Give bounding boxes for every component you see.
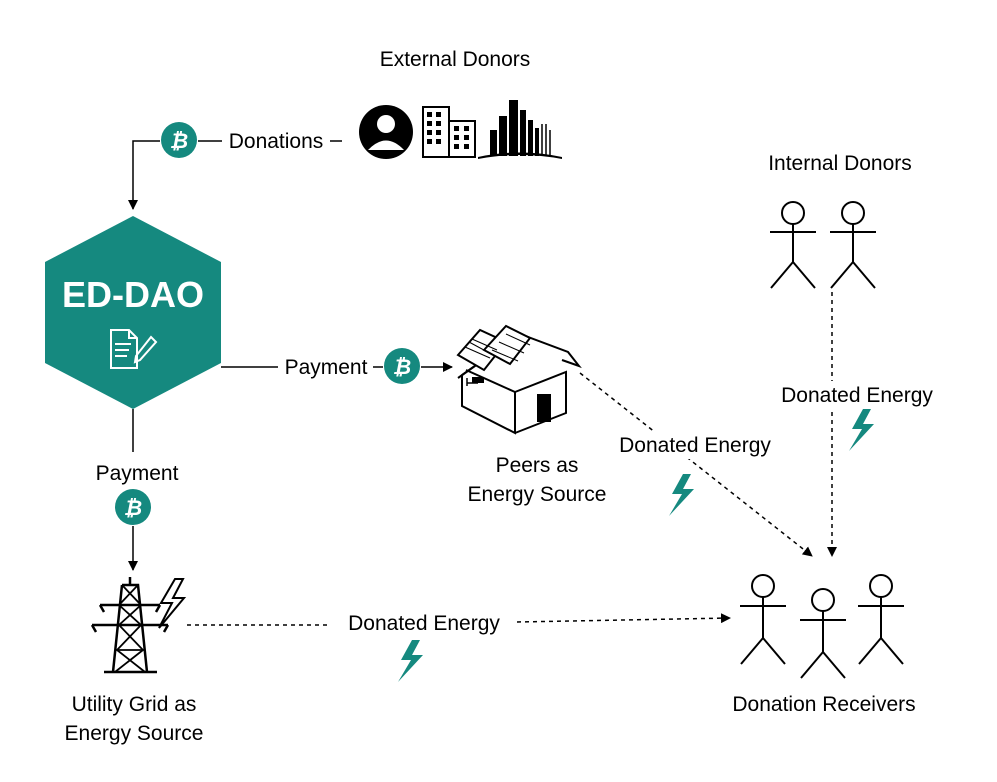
- donation-receivers-label: Donation Receivers: [732, 693, 915, 716]
- donated-energy-internal-edge: Donated Energy: [768, 292, 946, 557]
- donated-energy-internal-label: Donated Energy: [781, 384, 933, 407]
- ed-dao-node: ED-DAO: [45, 216, 221, 409]
- lightning-bolt-icon: [398, 640, 423, 682]
- donated-energy-peers-label: Donated Energy: [619, 434, 771, 457]
- peers-label-line2: Energy Source: [468, 483, 607, 506]
- payment-grid-label: Payment: [96, 462, 179, 485]
- peers-label-line1: Peers as: [496, 454, 579, 477]
- donated-energy-grid-label: Donated Energy: [348, 612, 500, 635]
- bitcoin-icon: ₿: [384, 348, 420, 384]
- ed-dao-title: ED-DAO: [62, 274, 204, 315]
- contract-document-icon: [110, 329, 158, 369]
- donated-energy-peers-edge: Donated Energy: [579, 372, 813, 557]
- solar-house-icon: [456, 324, 582, 435]
- person-icon: [359, 105, 413, 159]
- payment-peers-label: Payment: [285, 356, 368, 379]
- external-donors-label: External Donors: [380, 48, 531, 71]
- internal-donor-figure: [830, 201, 876, 289]
- internal-donor-figure: [770, 201, 816, 289]
- city-skyline-icon: [478, 100, 562, 159]
- donation-receiver-figure: [740, 574, 786, 665]
- lightning-bolt-icon: [849, 409, 874, 451]
- donation-receiver-figure: [800, 588, 846, 679]
- grid-label-line1: Utility Grid as: [72, 693, 197, 716]
- svg-text:₿: ₿: [124, 497, 142, 520]
- svg-text:₿: ₿: [393, 356, 411, 379]
- bitcoin-icon: ₿: [161, 122, 197, 158]
- payment-grid-edge: Payment: [96, 409, 179, 571]
- electricity-bolt-icon: [158, 578, 187, 629]
- donated-energy-grid-edge: Donated Energy: [187, 612, 731, 635]
- power-tower-icon: [90, 577, 170, 674]
- lightning-bolt-icon: [669, 474, 694, 516]
- donations-edge: Donations: [128, 130, 342, 210]
- grid-label-line2: Energy Source: [65, 722, 204, 745]
- bitcoin-icon: ₿: [115, 489, 151, 525]
- donation-receiver-figure: [858, 574, 904, 665]
- svg-text:₿: ₿: [170, 130, 188, 153]
- internal-donors-label: Internal Donors: [768, 152, 912, 175]
- payment-peers-edge: Payment: [221, 356, 453, 379]
- office-building-icon: [422, 106, 476, 158]
- donations-label: Donations: [229, 130, 324, 153]
